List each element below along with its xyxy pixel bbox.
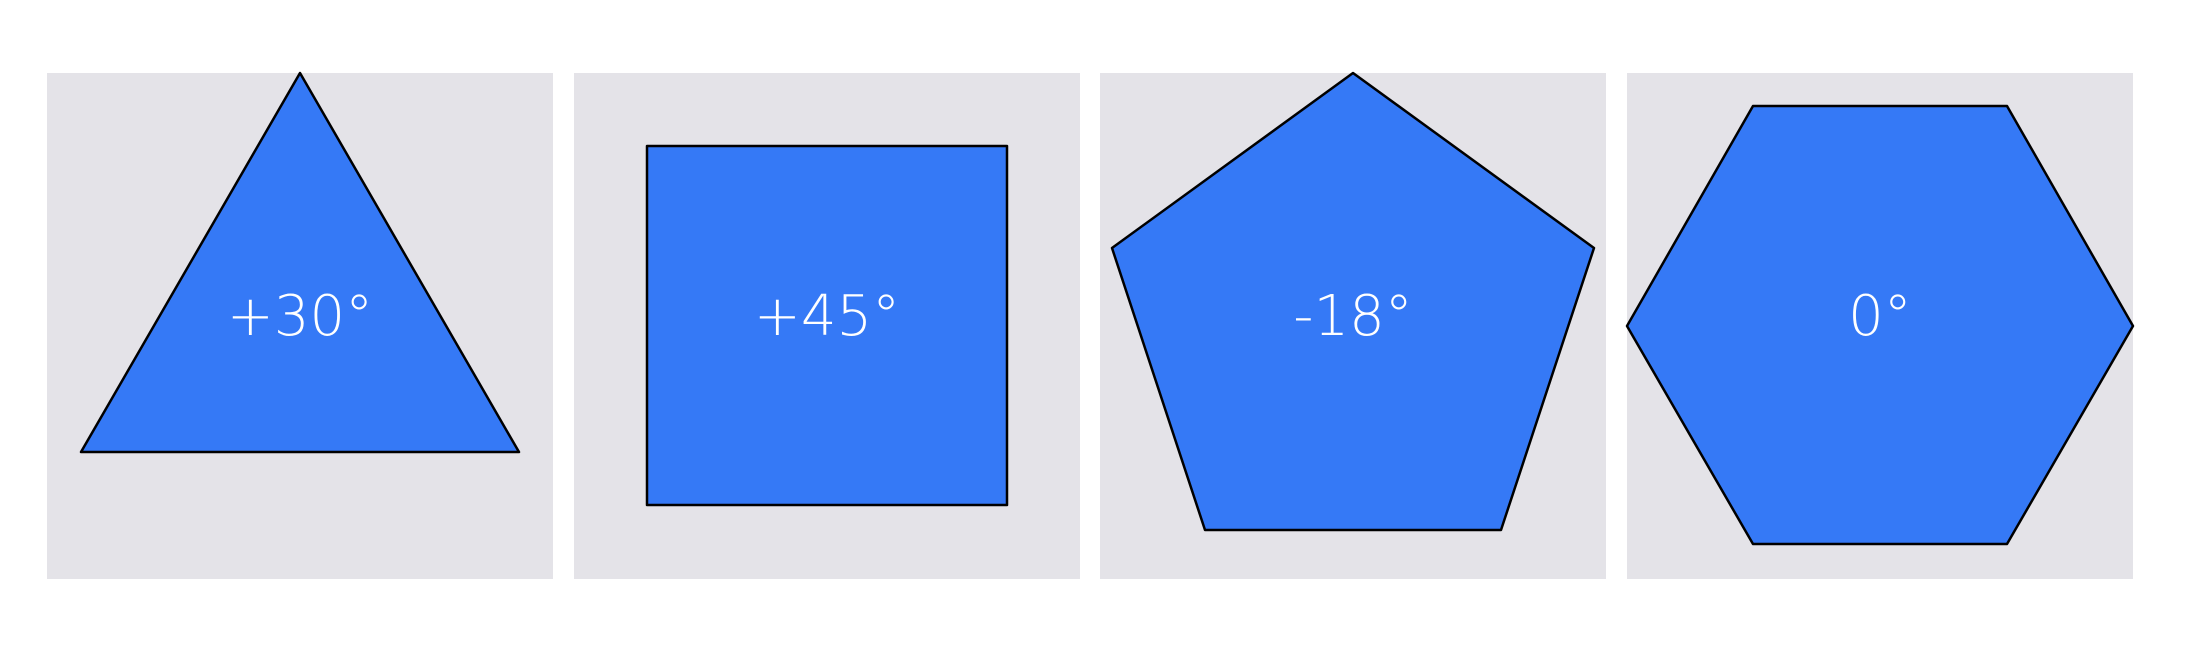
pentagon-shape-canvas [1110,71,1596,532]
hexagon-shape [1625,104,2135,546]
rotation-label-pentagon: -18° [1293,284,1413,349]
rotation-label-hexagon: 0° [1848,284,1912,349]
panel-square: +45° [574,73,1080,579]
triangle-shape-canvas [79,71,521,454]
rotation-label-triangle: +30° [226,284,374,349]
panel-pentagon: -18° [1100,71,1606,579]
rotation-label-square: +45° [753,284,901,349]
triangle-shape [79,71,521,454]
square-shape [645,144,1009,507]
pentagon-shape [1110,71,1596,532]
panel-triangle: +30° [47,71,553,579]
panel-hexagon: 0° [1625,73,2135,579]
hexagon-shape-canvas [1625,104,2135,546]
square-shape-canvas [645,144,1009,507]
